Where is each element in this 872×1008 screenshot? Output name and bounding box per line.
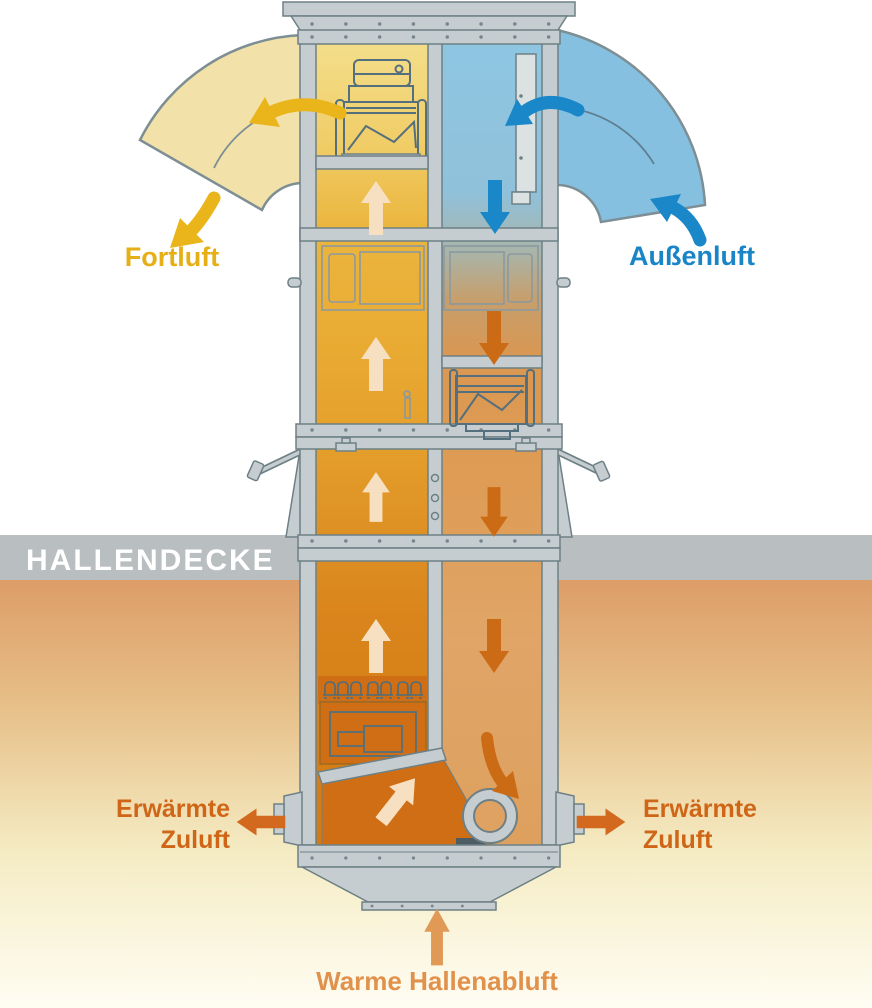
fan-platform	[315, 155, 429, 170]
erwaermte-line1: Erwärmte	[643, 795, 757, 823]
supply-curved-arrow-icon	[481, 732, 508, 788]
wall-peg-left	[287, 277, 302, 288]
erwaermte-zuluft-label-right: Erwärmte Zuluft	[643, 794, 785, 857]
warme-hallenabluft-label: Warme Hallenabluft	[316, 966, 558, 996]
filter-boxes	[321, 245, 539, 419]
aussenluft-label: Außenluft	[629, 241, 755, 271]
aussenluft-curved-arrow-icon	[517, 96, 585, 119]
flow-arrows	[170, 96, 707, 966]
wall-peg-right	[556, 277, 571, 288]
inlet-damper	[511, 53, 537, 205]
heat-exchanger	[318, 676, 428, 704]
fortluft-curved-arrow-icon	[183, 191, 221, 239]
divider-hinges	[430, 473, 440, 521]
outside-air-wedge	[555, 28, 707, 224]
hallendecke-label: HALLENDECKE	[26, 544, 275, 577]
supply-fan	[449, 369, 535, 440]
intake-hopper	[297, 844, 561, 911]
hallenabluft-up-arrow-icon	[424, 908, 450, 966]
supply-plenum	[317, 747, 518, 847]
erwaermte-line2: Zuluft	[160, 826, 230, 855]
erwaermte-line1: Erwärmte	[116, 795, 230, 823]
aussenluft-curved-arrow-icon	[667, 201, 707, 247]
top-cap	[282, 1, 576, 45]
erwaermte-zuluft-label-left: Erwärmte Zuluft	[88, 794, 230, 857]
erwaermte-line2: Zuluft	[643, 826, 713, 855]
fortluft-curved-arrow-icon	[265, 98, 347, 120]
fortluft-label: Fortluft	[124, 242, 220, 272]
frame-bands	[295, 227, 563, 562]
fan-base	[456, 838, 486, 847]
exhaust-air-wedge	[138, 33, 305, 212]
